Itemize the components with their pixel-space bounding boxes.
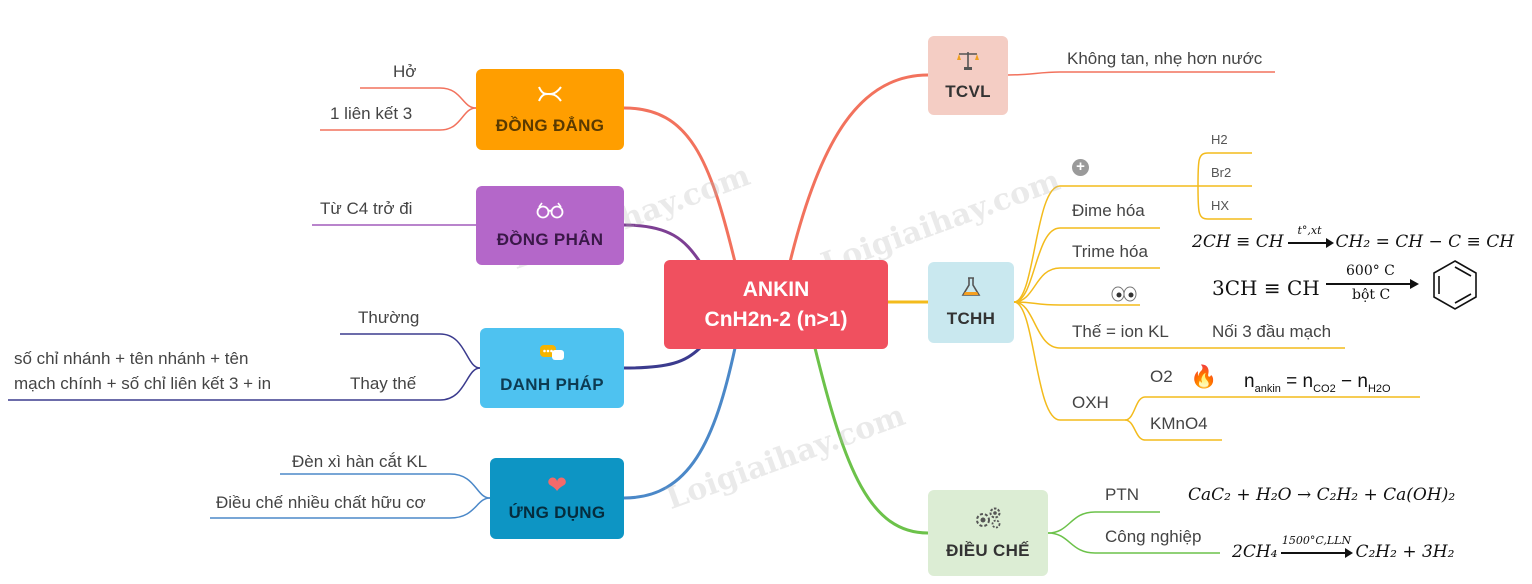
equation-condition: 1500°C,LLN <box>1281 533 1352 547</box>
leaf-trime-hoa: Trime hóa <box>1072 242 1148 261</box>
formula-sub: H2O <box>1367 382 1391 395</box>
leaf-ptn: PTN <box>1105 485 1139 504</box>
leaf-noi-3-dau-mach: Nối 3 đầu mạch <box>1212 322 1332 341</box>
topic-tcvl[interactable]: TCVL <box>928 36 1008 115</box>
topic-label: DANH PHÁP <box>500 374 604 394</box>
leaf-h2: H2 <box>1211 132 1228 147</box>
leaf-dieu-che-huu-co: Điều chế nhiều chất hữu cơ <box>216 493 426 512</box>
benzene-ring <box>1433 260 1477 310</box>
leaf-den-xi: Đèn xì hàn cắt KL <box>292 452 428 471</box>
equation-reactant: 2CH ≡ CH <box>1192 232 1284 252</box>
formula-part: − n <box>1335 371 1368 392</box>
leaf-the-ion-kl: Thế = ion KL <box>1072 322 1169 341</box>
equation-reactant: 2CH₄ <box>1232 542 1278 562</box>
topic-label: ĐỒNG ĐẲNG <box>495 116 605 135</box>
topic-label: ĐIỀU CHẾ <box>946 540 1030 560</box>
trimer-condition-bottom: bột C <box>1352 287 1391 303</box>
equation-condition: t°,xt <box>1297 223 1322 237</box>
leaf-o2: O2 <box>1150 367 1173 386</box>
flask-icon <box>960 276 982 303</box>
leaf-hx: HX <box>1211 198 1230 213</box>
gears-icon <box>973 506 1003 535</box>
central-formula: CnH2n-2 (n>1) <box>704 307 848 331</box>
leaf-khong-tan: Không tan, nhẹ hơn nước <box>1067 49 1263 68</box>
topic-ung-dung[interactable]: ❤ ỨNG DỤNG <box>490 458 624 539</box>
leaf-thuong: Thường <box>358 308 420 327</box>
eyes-icon <box>1110 285 1138 308</box>
leaf-oxh: OXH <box>1072 393 1109 412</box>
formula-part: = n <box>1280 371 1314 392</box>
topic-dieu-che[interactable]: ĐIỀU CHẾ <box>928 490 1048 576</box>
leaf-lien-ket-3: 1 liên kết 3 <box>330 104 413 123</box>
central-topic[interactable]: ANKIN CnH2n-2 (n>1) <box>664 260 888 349</box>
scale-icon <box>956 49 980 76</box>
heart-icon: ❤ <box>546 471 568 499</box>
topic-label: ỨNG DỤNG <box>508 502 606 522</box>
plus-circle-icon: + <box>1072 159 1089 176</box>
dna-icon <box>537 83 563 110</box>
leaf-br2: Br2 <box>1211 165 1232 180</box>
equation-product: C₂H₂ + 3H₂ <box>1355 542 1455 562</box>
topic-tchh[interactable]: TCHH <box>928 262 1014 343</box>
glasses-icon <box>536 201 564 224</box>
trimer-condition-top: 600° C <box>1346 263 1395 279</box>
leaf-cong-nghiep: Công nghiệp <box>1105 527 1202 546</box>
topic-label: TCVL <box>945 82 991 101</box>
leaf-ho: Hở <box>393 62 417 81</box>
central-title: ANKIN <box>742 277 810 301</box>
trimerization-arrow: 600° C bột C <box>1326 263 1419 303</box>
trimerization-reactant: 3CH ≡ CH <box>1212 276 1320 300</box>
topic-danh-phap[interactable]: DANH PHÁP <box>480 328 624 408</box>
mole-relation-formula: nankin = nCO2 − nH2O <box>1244 371 1391 395</box>
topic-label: ĐỒNG PHÂN <box>496 230 604 249</box>
equation-product: CH₂ = CH − C ≡ CH <box>1335 232 1515 252</box>
topic-label: TCHH <box>946 309 996 328</box>
leaf-kmno4: KMnO4 <box>1150 414 1208 433</box>
topic-dong-dang[interactable]: ĐỒNG ĐẲNG <box>476 69 624 150</box>
chat-icon <box>539 342 565 369</box>
topic-dong-phan[interactable]: ĐỒNG PHÂN <box>476 186 624 265</box>
naming-rule-line1: số chỉ nhánh + tên nhánh + tên <box>14 349 249 368</box>
formula-sub: CO2 <box>1313 382 1336 395</box>
leaf-tu-c4: Từ C4 trở đi <box>320 199 413 218</box>
fire-icon: 🔥 <box>1190 364 1218 389</box>
formula-part: n <box>1244 371 1255 392</box>
naming-rule-line2: mạch chính + số chỉ liên kết 3 + in <box>14 374 272 393</box>
leaf-thay-the: Thay thế <box>350 374 417 393</box>
formula-sub: ankin <box>1254 382 1281 395</box>
leaf-dime-hoa: Đime hóa <box>1072 201 1145 220</box>
lab-preparation-equation: CaC₂ + H₂O → C₂H₂ + Ca(OH)₂ <box>1188 485 1456 505</box>
